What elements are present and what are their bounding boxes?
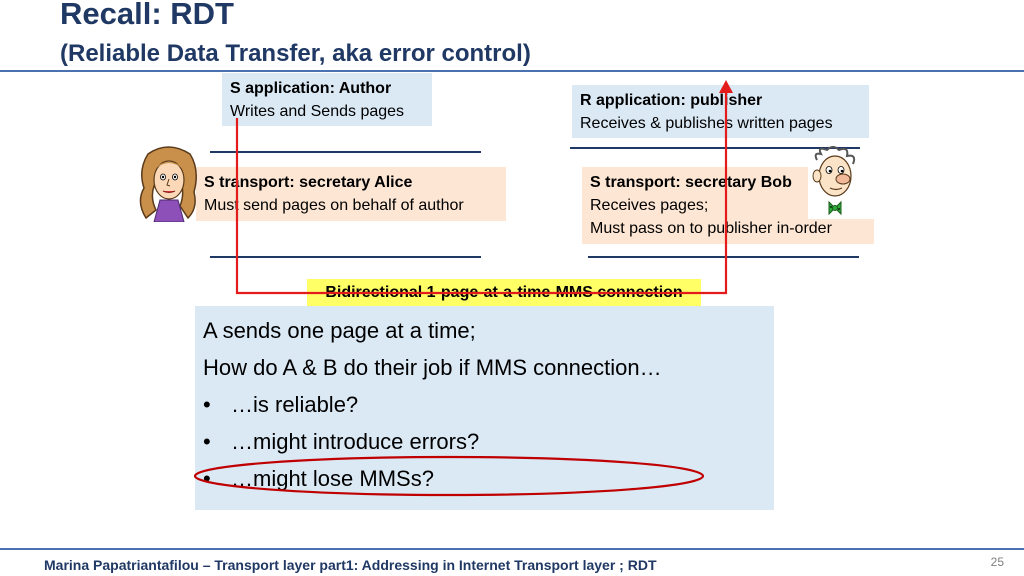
alice-cartoon-figure xyxy=(139,146,197,222)
sender-application-head: S application: Author xyxy=(230,80,392,97)
title-divider xyxy=(0,70,1024,72)
receiver-application-box: R application: publisher Receives & publ… xyxy=(572,85,869,138)
receiver-lower-layer-line xyxy=(588,256,859,258)
sender-upper-layer-line xyxy=(210,151,481,153)
sender-transport-box: S transport: secretary Alice Must send p… xyxy=(196,167,506,221)
bullet-icon: • xyxy=(203,429,211,454)
slide-title: Recall: RDT xyxy=(60,0,234,31)
sender-application-line: Writes and Sends pages xyxy=(230,103,405,120)
bob-cartoon-figure xyxy=(812,146,856,216)
question-line-2: How do A & B do their job if MMS connect… xyxy=(203,355,662,380)
question-bullet-3: • …might lose MMSs? xyxy=(203,460,766,497)
mms-connection-label: Bidirectional 1-page-at-a-time-MMS conne… xyxy=(307,279,701,307)
question-bullet-1: • …is reliable? xyxy=(203,386,766,423)
receiver-application-line: Receives & publishes written pages xyxy=(580,115,833,132)
receiver-transport-line2: Must pass on to publisher in-order xyxy=(590,220,832,237)
sender-lower-layer-line xyxy=(210,256,481,258)
sender-transport-head: S transport: secretary Alice xyxy=(204,174,413,191)
question-line-1: A sends one page at a time; xyxy=(203,318,476,343)
question-box: A sends one page at a time; How do A & B… xyxy=(195,306,774,510)
receiver-application-head: R application: publisher xyxy=(580,92,763,109)
question-bullet-2-text: …might introduce errors? xyxy=(231,429,480,454)
page-number: 25 xyxy=(990,555,1004,569)
question-bullet-2: • …might introduce errors? xyxy=(203,423,766,460)
slide-footer: Marina Papatriantafilou – Transport laye… xyxy=(44,557,657,573)
bullet-icon: • xyxy=(203,392,211,417)
bullet-icon: • xyxy=(203,466,211,491)
footer-divider xyxy=(0,548,1024,550)
sender-transport-line: Must send pages on behalf of author xyxy=(204,197,464,214)
question-bullet-3-text: …might lose MMSs? xyxy=(231,466,434,491)
question-bullet-1-text: …is reliable? xyxy=(231,392,359,417)
slide-subtitle: (Reliable Data Transfer, aka error contr… xyxy=(60,40,531,67)
sender-application-box: S application: Author Writes and Sends p… xyxy=(222,73,432,126)
